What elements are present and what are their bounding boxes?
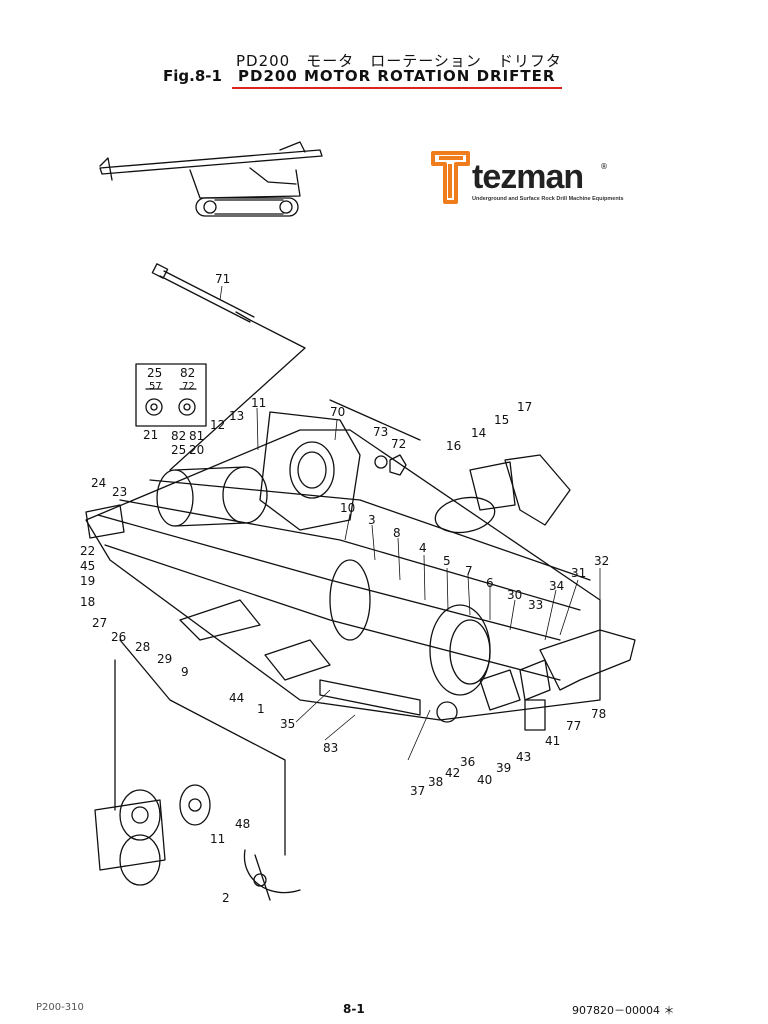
drill-rig-thumbnail-icon: [99, 141, 323, 217]
callout-83: 83: [323, 741, 339, 755]
figure-number: Fig.8-1: [163, 67, 222, 85]
callout-6: 6: [486, 576, 494, 590]
callout-44: 44: [229, 691, 245, 705]
logo-registered: ®: [600, 162, 608, 171]
title-underline: [232, 87, 562, 89]
callout-42: 42: [445, 766, 461, 780]
callout-1: 1: [257, 702, 265, 716]
callout-57: 57: [149, 381, 162, 392]
callout-36: 36: [460, 755, 476, 769]
callout-13: 13: [229, 409, 245, 423]
callout-45: 45: [80, 559, 96, 573]
callout-81: 81: [189, 429, 205, 443]
callout-14: 14: [471, 426, 487, 440]
gear-icon: [145, 398, 196, 416]
callout-40: 40: [477, 773, 493, 787]
tezman-logo-icon: [431, 151, 470, 204]
footer-page-number: 8-1: [343, 1002, 365, 1016]
callout-27: 27: [92, 616, 108, 630]
callout-8: 8: [393, 526, 401, 540]
callout-10: 10: [340, 501, 356, 515]
callout-26: 26: [111, 630, 127, 644]
callout-33: 33: [528, 598, 544, 612]
callout-20: 20: [189, 443, 205, 457]
callout-11-top: 11: [251, 396, 267, 410]
callout-7: 7: [465, 564, 473, 578]
callout-78: 78: [591, 707, 607, 721]
callout-73: 73: [373, 425, 389, 439]
callout-28: 28: [135, 640, 151, 654]
callout-29: 29: [157, 652, 173, 666]
callout-9: 9: [181, 665, 189, 679]
callout-17: 17: [517, 400, 533, 414]
callout-48: 48: [235, 817, 251, 831]
callout-12: 12: [210, 418, 226, 432]
callout-18: 18: [80, 595, 96, 609]
callout-72-box: 72: [182, 381, 195, 392]
callout-32: 32: [594, 554, 610, 568]
footer-part-number: 907820－00004 ＊: [572, 1004, 675, 1017]
callout-39: 39: [496, 761, 512, 775]
logo-brand: tezman: [472, 158, 584, 196]
callout-82-box: 82: [180, 366, 196, 380]
callout-25: 25: [171, 443, 187, 457]
callout-31: 31: [571, 566, 587, 580]
callout-72: 72: [391, 437, 407, 451]
callout-30: 30: [507, 588, 523, 602]
callout-5: 5: [443, 554, 451, 568]
callout-34: 34: [549, 579, 565, 593]
callout-2: 2: [222, 891, 230, 905]
callout-71: 71: [215, 272, 231, 286]
callout-25-box: 25: [147, 366, 163, 380]
callout-82: 82: [171, 429, 187, 443]
callout-23: 23: [112, 485, 128, 499]
figure-title: PD200 MOTOR ROTATION DRIFTER: [238, 67, 556, 85]
callout-22: 22: [80, 544, 96, 558]
callout-4: 4: [419, 541, 427, 555]
callout-77: 77: [566, 719, 582, 733]
callout-15: 15: [494, 413, 510, 427]
title-japanese: PD200 モータ ローテーション ドリフタ: [236, 52, 562, 70]
callout-37: 37: [410, 784, 426, 798]
callout-24: 24: [91, 476, 107, 490]
callout-11-bottom: 11: [210, 832, 226, 846]
callout-3: 3: [368, 513, 376, 527]
callout-35: 35: [280, 717, 296, 731]
callout-41: 41: [545, 734, 561, 748]
callout-19: 19: [80, 574, 96, 588]
callout-16: 16: [446, 439, 462, 453]
footer-doc-code: P200-310: [36, 1002, 84, 1013]
callout-21: 21: [143, 428, 159, 442]
callout-38: 38: [428, 775, 444, 789]
gear-assembly-icon: [94, 784, 211, 886]
logo-tagline: Underground and Surface Rock Drill Machi…: [472, 196, 624, 202]
callout-43: 43: [516, 750, 532, 764]
callout-70: 70: [330, 405, 346, 419]
